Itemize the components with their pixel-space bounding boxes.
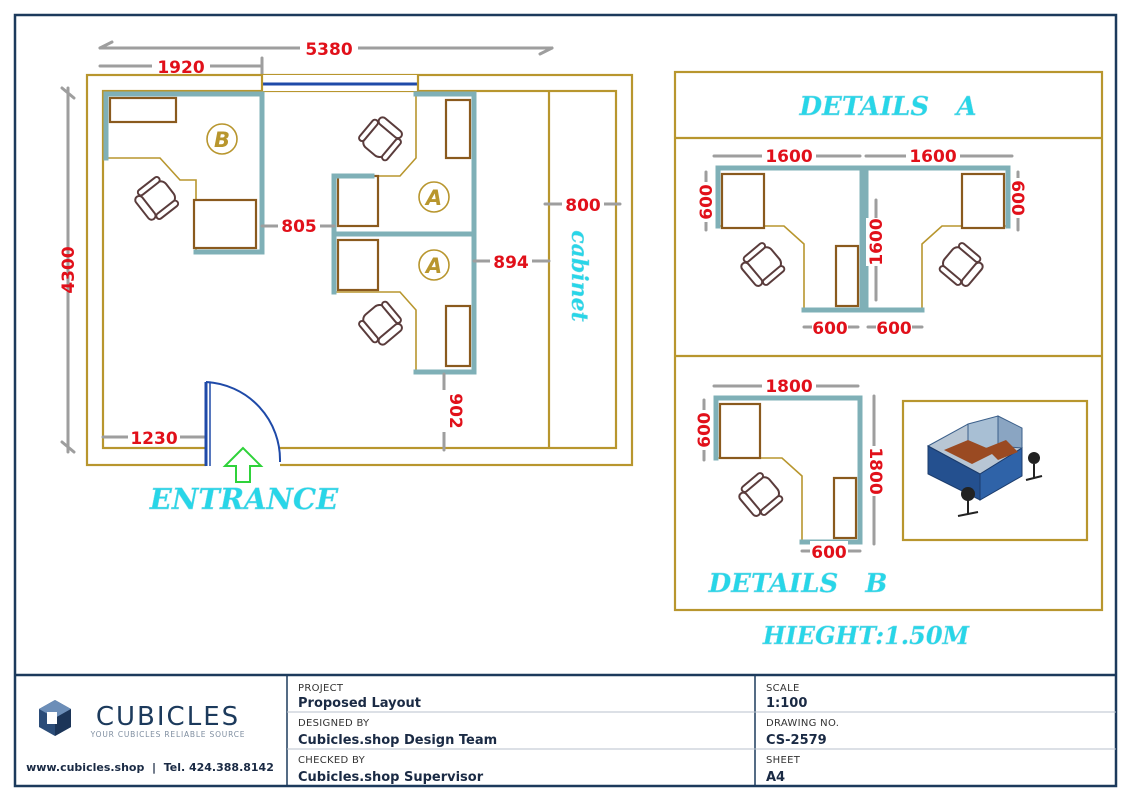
details-b-drawing: 1800 600 1800 600 — [694, 375, 885, 563]
workstation-b: B — [103, 91, 265, 255]
label-a-top: A — [424, 186, 442, 210]
logo-name: CUBICLES — [96, 702, 240, 732]
entrance-label: ENTRANCE — [149, 482, 339, 516]
label-a-bottom: A — [424, 254, 442, 278]
scale-value: 1:100 — [766, 696, 807, 711]
label-b: B — [214, 128, 230, 152]
entrance-door — [204, 381, 282, 468]
title-block: CUBICLES YOUR CUBICLES RELIABLE SOURCE w… — [26, 675, 1116, 786]
drawing-label: DRAWING NO. — [766, 718, 839, 729]
designed-value: Cubicles.shop Design Team — [298, 733, 497, 748]
details-a-drawing: 1600 1600 600 600 1600 600 — [696, 145, 1028, 339]
dim-overall-width: 5380 — [305, 40, 352, 60]
details-a-dim-1600-vertical: 1600 — [867, 218, 887, 265]
designed-label: DESIGNED BY — [298, 718, 370, 729]
dim-left-width: 1920 — [157, 58, 204, 78]
details-a-dim-600-bottom-left: 600 — [812, 319, 848, 339]
details-b-dim-600-bottom: 600 — [811, 543, 847, 563]
cubicle-3d-preview — [901, 399, 1089, 542]
details-panel: DETAILS A 1600 1600 600 600 — [673, 70, 1104, 612]
dim-door: 1230 — [130, 429, 177, 449]
entrance-arrow-icon — [222, 446, 264, 483]
details-b-dim-1800-right: 1800 — [865, 447, 885, 494]
cabinet-label: cabinet — [566, 230, 592, 322]
sheet-value: A4 — [766, 770, 785, 785]
dim-cabinet: 800 — [565, 196, 601, 216]
details-b-dim-1800-top: 1800 — [765, 377, 812, 397]
details-a-dim-600-right: 600 — [1007, 180, 1027, 216]
details-b-title: DETAILS B — [708, 569, 888, 599]
checked-label: CHECKED BY — [298, 755, 366, 766]
details-a-dim-1600-right: 1600 — [909, 147, 956, 167]
dim-gap-894: 894 — [493, 253, 529, 273]
dim-height: 4300 — [59, 246, 79, 293]
project-value: Proposed Layout — [298, 696, 421, 711]
floor-plan: 5380 1920 4300 B — [59, 38, 634, 516]
dim-bottom-902: 902 — [445, 393, 465, 429]
details-a-title: DETAILS A — [798, 92, 976, 122]
details-a-dim-600-left: 600 — [697, 184, 717, 220]
logo-tagline: YOUR CUBICLES RELIABLE SOURCE — [90, 730, 246, 739]
project-label: PROJECT — [298, 683, 344, 694]
scale-label: SCALE — [766, 683, 800, 694]
height-note: HIEGHT:1.50M — [762, 621, 971, 650]
details-b-dim-600-left: 600 — [695, 412, 715, 448]
checked-value: Cubicles.shop Supervisor — [298, 770, 484, 785]
details-a-dim-1600-left: 1600 — [765, 147, 812, 167]
contact-info: www.cubicles.shop | Tel. 424.388.8142 — [26, 761, 274, 774]
details-a-dim-600-bottom-right: 600 — [876, 319, 912, 339]
dim-gap-805: 805 — [281, 217, 317, 237]
sheet-label: SHEET — [766, 755, 801, 766]
cubicles-logo: CUBICLES YOUR CUBICLES RELIABLE SOURCE — [39, 700, 245, 739]
drawing-value: CS-2579 — [766, 733, 827, 748]
workstation-a-pair: A A — [331, 91, 477, 375]
sheet-frame — [13, 13, 1118, 788]
